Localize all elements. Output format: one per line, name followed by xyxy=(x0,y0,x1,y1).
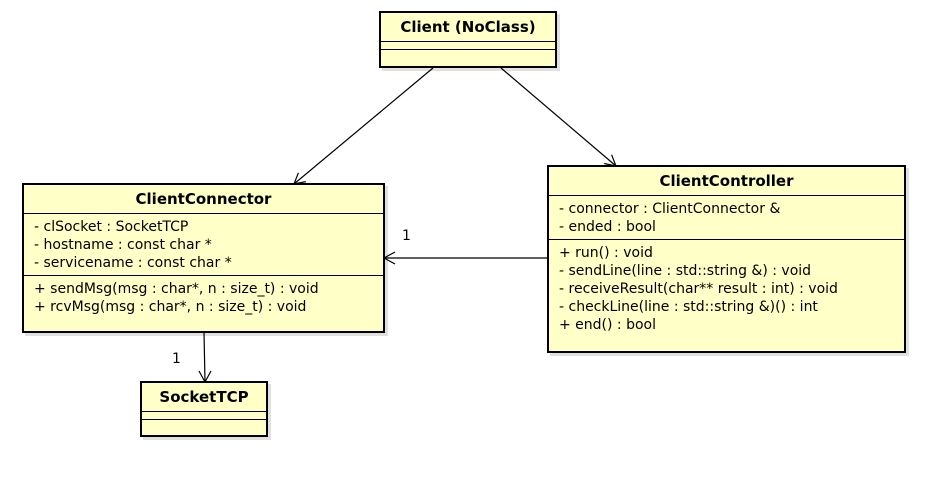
class-name: SocketTCP xyxy=(142,383,266,412)
attributes-compartment: - connector : ClientConnector & - ended … xyxy=(549,196,904,239)
class-client-connector[interactable]: ClientConnector - clSocket : SocketTCP -… xyxy=(22,183,385,333)
attributes-compartment xyxy=(142,412,266,419)
attribute: - ended : bool xyxy=(559,219,656,235)
operation: + sendMsg(msg : char*, n : size_t) : voi… xyxy=(34,281,319,297)
multiplicity-label: 1 xyxy=(402,228,411,244)
class-client-controller[interactable]: ClientController - connector : ClientCon… xyxy=(547,165,906,353)
class-name: ClientController xyxy=(549,167,904,196)
attribute: - hostname : const char * xyxy=(34,237,212,253)
operation: - receiveResult(char** result : int) : v… xyxy=(559,281,838,297)
attributes-compartment: - clSocket : SocketTCP - hostname : cons… xyxy=(24,214,383,275)
attribute: - connector : ClientConnector & xyxy=(559,201,781,217)
operations-compartment xyxy=(381,49,555,57)
class-name: Client (NoClass) xyxy=(381,13,555,42)
class-name: ClientConnector xyxy=(24,185,383,214)
operations-compartment xyxy=(142,419,266,427)
class-client[interactable]: Client (NoClass) xyxy=(379,11,557,68)
operation: + run() : void xyxy=(559,245,653,261)
operation: - checkLine(line : std::string &)() : in… xyxy=(559,299,818,315)
class-socket-tcp[interactable]: SocketTCP xyxy=(140,381,268,437)
operation: + end() : bool xyxy=(559,317,657,333)
association-client-to-connector xyxy=(293,67,434,185)
operation: - sendLine(line : std::string &) : void xyxy=(559,263,812,279)
association-client-to-controller xyxy=(500,67,617,167)
attributes-compartment xyxy=(381,42,555,49)
attribute: - servicename : const char * xyxy=(34,255,232,271)
operations-compartment: + sendMsg(msg : char*, n : size_t) : voi… xyxy=(24,275,383,319)
operation: + rcvMsg(msg : char*, n : size_t) : void xyxy=(34,299,307,315)
operations-compartment: + run() : void - sendLine(line : std::st… xyxy=(549,239,904,337)
association-connector-to-socket xyxy=(203,331,206,383)
attribute: - clSocket : SocketTCP xyxy=(34,219,189,235)
multiplicity-label: 1 xyxy=(172,351,181,367)
